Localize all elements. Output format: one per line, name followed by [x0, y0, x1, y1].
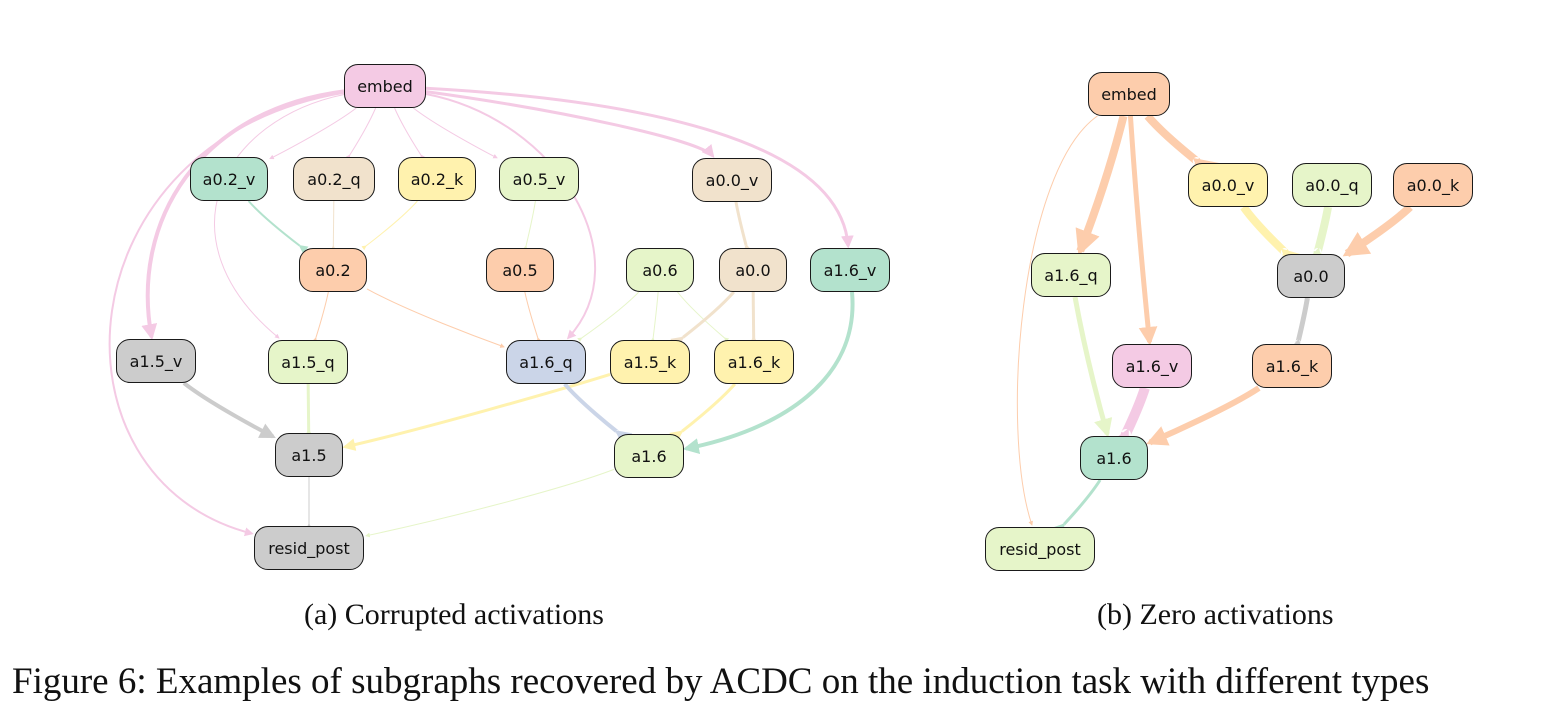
edge-a-a0.2_k-to-a0.2 — [361, 200, 418, 251]
node-b-a0.0: a0.0 — [1277, 254, 1345, 298]
edge-a-embed-to-resid_post — [108, 91, 345, 537]
edge-a-a0.0-to-a1.6_k — [747, 291, 761, 349]
edge-b-a1.6_v-to-a1.6 — [1100, 386, 1150, 465]
subfigure-caption-b: (b) Zero activations — [1097, 598, 1334, 631]
node-b-a1.6: a1.6 — [1080, 436, 1148, 480]
edge-b-a1.6_q-to-a1.6 — [1072, 296, 1113, 438]
edge-a-a1.6_v-to-a1.6 — [682, 291, 855, 455]
node-b-a0.0_v: a0.0_v — [1188, 163, 1268, 207]
edge-a-a0.6-to-a1.5_k — [650, 291, 659, 343]
node-a-a0.2: a0.2 — [299, 248, 367, 292]
edge-a-a1.6_q-to-a1.6 — [563, 382, 633, 447]
node-a-a1.5_v: a1.5_v — [116, 339, 196, 383]
node-a-resid_post: resid_post — [254, 526, 364, 570]
edge-a-a0.5_v-to-a0.5 — [522, 200, 536, 251]
node-b-a1.6_v: a1.6_v — [1112, 344, 1192, 388]
edge-a-a0.6-to-a1.6_q — [577, 291, 640, 343]
edge-a-a0.0_v-to-a0.0 — [734, 201, 756, 258]
node-b-a0.0_q: a0.0_q — [1292, 163, 1372, 207]
edge-a-embed-to-a0.5_v — [413, 107, 498, 159]
node-a-a1.5_k: a1.5_k — [610, 340, 690, 384]
node-b-a1.6_q: a1.6_q — [1031, 253, 1111, 297]
edge-a-a0.2_v-to-a0.2 — [247, 200, 309, 254]
edge-a-embed-to-a0.2_q — [345, 107, 377, 160]
edge-a-a0.5-to-a1.6_q — [524, 291, 542, 343]
edge-a-a1.6-to-resid_post — [365, 468, 615, 538]
edge-b-a1.6-to-resid_post — [1051, 479, 1102, 537]
edge-a-a0.0-to-a1.5_k — [670, 291, 735, 350]
edge-b-a0.0_v-to-a0.0 — [1240, 204, 1309, 276]
edge-a-embed-to-a1.6_v — [425, 86, 854, 249]
edge-b-a0.0_q-to-a0.0 — [1299, 206, 1332, 276]
edge-b-embed-to-a0.0_v — [1144, 113, 1221, 184]
node-a-a0.2_v: a0.2_v — [190, 157, 268, 201]
node-a-a1.6_q: a1.6_q — [506, 340, 586, 384]
edge-a-embed-to-a0.2_v — [269, 107, 357, 160]
node-b-embed: embed — [1088, 72, 1170, 116]
edge-a-a0.2-to-a1.6_q — [366, 288, 505, 348]
node-a-a0.5_v: a0.5_v — [499, 157, 579, 201]
edge-a-embed-to-a0.2_k — [394, 107, 425, 160]
node-a-embed: embed — [344, 64, 426, 108]
node-b-resid_post: resid_post — [985, 527, 1095, 571]
node-a-a1.6_k: a1.6_k — [714, 340, 794, 384]
node-a-a0.6: a0.6 — [626, 248, 694, 292]
node-a-a0.0: a0.0 — [719, 248, 787, 292]
edge-a-a0.2-to-a1.5_q — [312, 291, 329, 343]
edge-b-a0.0_k-to-a0.0 — [1342, 204, 1413, 258]
edge-a-a1.5_k-to-a1.5 — [342, 373, 611, 451]
node-a-a1.6_v: a1.6_v — [810, 248, 890, 292]
edge-b-embed-to-a1.6_q — [1075, 115, 1128, 256]
edge-a-a1.5_q-to-a1.5 — [302, 383, 316, 442]
edge-a-embed-to-a0.0_v — [425, 90, 715, 158]
node-b-a1.6_k: a1.6_k — [1252, 344, 1332, 388]
edge-b-embed-to-resid_post — [1016, 115, 1098, 526]
node-b-a0.0_k: a0.0_k — [1393, 163, 1473, 207]
edge-a-embed-to-a1.6_q — [425, 92, 596, 340]
edge-a-a1.5_v-to-a1.5 — [182, 381, 276, 439]
subfigure-caption-a: (a) Corrupted activations — [304, 598, 604, 631]
node-a-a1.5_q: a1.5_q — [268, 340, 348, 384]
edge-a-a1.6_k-to-a1.6 — [669, 383, 737, 444]
node-a-a0.2_q: a0.2_q — [293, 157, 375, 201]
node-a-a1.6: a1.6 — [614, 434, 684, 478]
edge-b-embed-to-a1.6_v — [1127, 115, 1158, 346]
node-a-a0.5: a0.5 — [486, 248, 554, 292]
edge-b-a1.6_k-to-a1.6 — [1146, 385, 1261, 446]
node-a-a0.0_v: a0.0_v — [692, 158, 772, 202]
edge-b-a0.0-to-a1.6_k — [1285, 297, 1310, 359]
edge-a-embed-to-a1.5_v — [141, 89, 345, 341]
node-a-a0.2_k: a0.2_k — [398, 157, 476, 201]
edge-a-a0.6-to-a1.6_k — [677, 291, 730, 343]
node-a-a1.5: a1.5 — [275, 433, 343, 477]
figure-caption: Figure 6: Examples of subgraphs recovere… — [12, 661, 1430, 702]
